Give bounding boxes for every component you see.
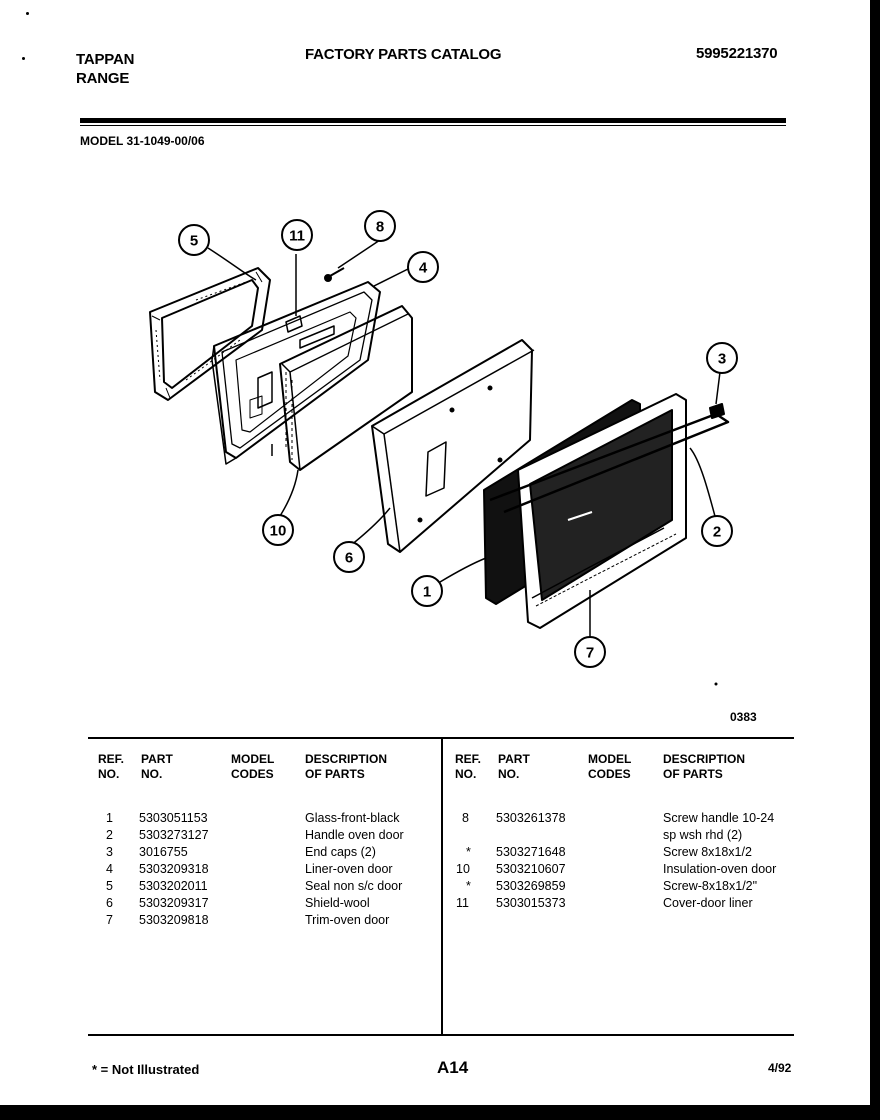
table-row: 10 5303210607 Insulation-oven door xyxy=(456,862,777,876)
table-row: * 5303271648 Screw 8x18x1/2 xyxy=(466,845,752,859)
figure-code: 0383 xyxy=(730,710,757,724)
table-row: 8 5303261378 Screw handle 10-24 xyxy=(462,811,775,825)
part-liner-oven-door xyxy=(211,281,381,465)
table-row: 7 5303209818 Trim-oven door xyxy=(106,913,390,927)
table-row: * 5303269859 Screw-8x18x1/2" xyxy=(466,879,758,893)
scan-speck xyxy=(22,57,25,60)
catalog-number: 5995221370 xyxy=(696,45,778,62)
part-insulation xyxy=(279,305,413,471)
model-number: MODEL 31-1049-00/06 xyxy=(80,134,205,148)
footnote-not-illustrated: * = Not Illustrated xyxy=(92,1062,200,1077)
header-ref-no: REF.NO. xyxy=(455,752,482,781)
callout-11: 11 xyxy=(281,219,313,251)
svg-text:6: 6 xyxy=(345,550,353,567)
parts-list-left: 1 5303051153 Glass-front-black 2 5303273… xyxy=(0,810,440,929)
table-row: 3 3016755 End caps (2) xyxy=(106,845,376,859)
svg-text:1: 1 xyxy=(423,584,431,601)
callout-label: 5 xyxy=(190,233,198,250)
svg-text:7: 7 xyxy=(586,645,594,662)
part-shield-wool xyxy=(371,339,535,553)
part-screw-handle xyxy=(324,267,345,282)
parts-list-right: 8 5303261378 Screw handle 10-24 sp wsh r… xyxy=(0,810,880,912)
callout-5: 5 xyxy=(178,224,210,256)
table-row: 2 5303273127 Handle oven door xyxy=(106,828,404,842)
brand-block: TAPPAN RANGE xyxy=(76,50,134,88)
table-row: 5 5303202011 Seal non s/c door xyxy=(106,879,403,893)
brand-name: TAPPAN xyxy=(76,51,135,68)
revision-date: 4/92 xyxy=(768,1061,792,1075)
svg-text:8: 8 xyxy=(376,219,384,236)
table-row: 6 5303209317 Shield-wool xyxy=(106,896,370,910)
callout-6: 6 xyxy=(333,541,365,573)
exploded-parts-diagram: 5 11 8 4 3 2 10 6 1 7 xyxy=(149,210,738,686)
scan-edge-bottom xyxy=(0,1105,880,1120)
svg-text:3: 3 xyxy=(718,351,726,368)
part-cover-door-liner xyxy=(285,315,303,333)
part-seal-gasket xyxy=(149,267,271,401)
table-divider xyxy=(441,737,443,1034)
scan-speck xyxy=(26,12,29,15)
table-row: sp wsh rhd (2) xyxy=(663,828,743,842)
svg-text:10: 10 xyxy=(270,523,287,540)
svg-text:4: 4 xyxy=(419,260,428,277)
page-number: A14 xyxy=(437,1058,469,1077)
callout-1: 1 xyxy=(411,575,443,607)
product-type: RANGE xyxy=(76,70,130,87)
svg-text:2: 2 xyxy=(713,524,721,541)
callout-3: 3 xyxy=(706,342,738,374)
header-ref-no: REF.NO. xyxy=(98,752,125,781)
header-rule-thin xyxy=(80,125,786,126)
table-row: 11 5303015373 Cover-door liner xyxy=(456,896,753,910)
scan-edge-right xyxy=(870,0,880,1120)
callout-4: 4 xyxy=(407,251,439,283)
callout-10: 10 xyxy=(262,514,294,546)
callout-8: 8 xyxy=(364,210,396,242)
table-row: 4 5303209318 Liner-oven door xyxy=(106,862,393,876)
header-rule xyxy=(80,118,786,123)
leader-lines xyxy=(207,239,721,640)
part-handle-oven-door xyxy=(489,412,730,514)
page-title: FACTORY PARTS CATALOG xyxy=(305,46,502,63)
table-rule-bottom xyxy=(88,1034,794,1036)
svg-text:11: 11 xyxy=(289,228,305,245)
callout-2: 2 xyxy=(701,515,733,547)
part-end-caps xyxy=(709,403,725,419)
callout-7: 7 xyxy=(574,636,606,668)
part-trim-oven-door xyxy=(517,393,687,629)
table-row: 1 5303051153 Glass-front-black xyxy=(106,811,400,825)
